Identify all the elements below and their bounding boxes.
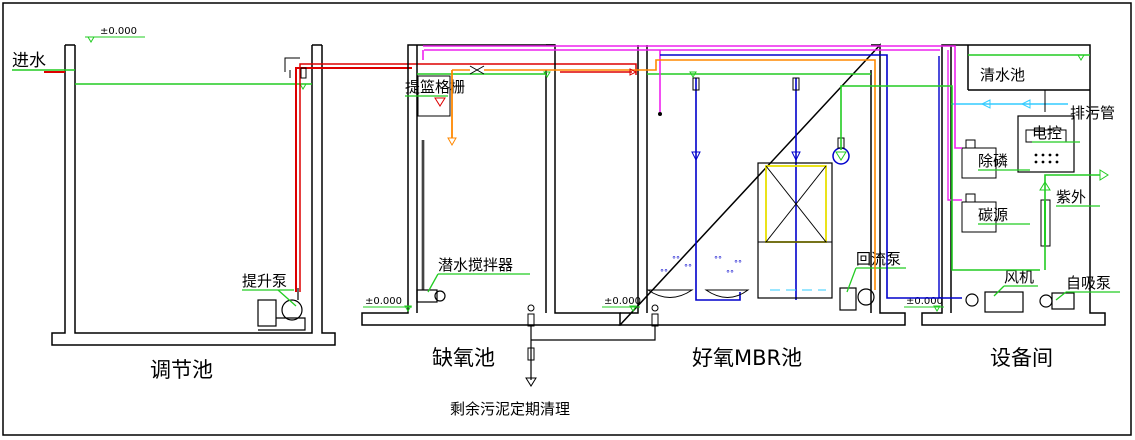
uv-label: 紫外 xyxy=(1056,188,1086,206)
blue-pipe xyxy=(660,54,962,299)
regulating-tank-name: 调节池 xyxy=(150,358,213,382)
lift-pump-label: 提升泵 xyxy=(242,272,287,290)
riser-valve xyxy=(284,57,300,78)
valve-icon xyxy=(692,77,700,91)
equipment-room-name: 设备间 xyxy=(990,346,1053,370)
pipe-node xyxy=(651,304,659,312)
equipment-room xyxy=(921,44,1106,326)
pump-leader-2 xyxy=(1055,291,1067,301)
right-arrow-icon xyxy=(629,68,638,76)
sludge-pipe xyxy=(530,326,656,380)
screen-arrow-icon xyxy=(434,97,446,107)
valve-icon xyxy=(300,67,307,79)
down-arrow-icon xyxy=(791,151,801,162)
self-priming-pump xyxy=(1039,292,1075,310)
level-marker-icon xyxy=(629,305,637,312)
submersible-mixer xyxy=(416,289,446,303)
control-buttons xyxy=(1034,153,1059,164)
pipe-node xyxy=(527,304,535,312)
green-effluent-pipe xyxy=(840,85,1040,271)
svg-text:°°: °° xyxy=(684,263,692,272)
svg-text:°°: °° xyxy=(714,255,722,264)
valve-icon xyxy=(527,347,535,361)
pipe-node xyxy=(658,112,662,116)
valve-icon xyxy=(527,313,535,327)
up-arrow-icon xyxy=(1039,181,1051,191)
aeration-pipe xyxy=(695,78,741,301)
pump-arrow-icon xyxy=(835,151,847,161)
aerobic-tank-name: 好氧MBR池 xyxy=(692,346,802,370)
reflux-pump-leader-2 xyxy=(846,267,857,293)
lift-pump-leader-2 xyxy=(277,289,297,307)
valve-icon xyxy=(792,77,800,91)
clear-water-tank-label: 清水池 xyxy=(980,66,1025,84)
level-marker-icon xyxy=(1077,54,1085,61)
svg-text:°°: °° xyxy=(660,268,668,277)
level-mark-top: ±0.000 xyxy=(100,26,137,37)
sludge-arrow-icon xyxy=(525,377,537,387)
mixer-label: 潜水搅拌器 xyxy=(438,256,513,274)
level-mark-anoxic: ±0.000 xyxy=(365,296,402,307)
blower xyxy=(965,291,1024,313)
svg-text:°°: °° xyxy=(672,255,680,264)
blower-label: 风机 xyxy=(1004,268,1034,286)
mixer-leader-2 xyxy=(427,273,439,293)
level-marker-icon xyxy=(404,305,412,312)
lift-pump xyxy=(257,288,306,331)
anoxic-tank xyxy=(361,44,621,326)
level-mark-aerobic: ±0.000 xyxy=(604,296,641,307)
regulating-tank xyxy=(51,44,336,346)
phosphorus-dosing-tank xyxy=(961,139,997,179)
sewage-pipe-label: 排污管 xyxy=(1070,104,1115,122)
level-marker-icon xyxy=(87,36,95,43)
reflux-pump-label: 回流泵 xyxy=(856,250,901,268)
effluent-pipe xyxy=(1044,174,1100,270)
self-priming-pump-label: 自吸泵 xyxy=(1066,274,1111,292)
carbon-label: 碳源 xyxy=(978,206,1008,224)
level-marker-icon xyxy=(933,305,941,312)
electric-control-label: 电控 xyxy=(1032,124,1062,142)
sludge-note: 剩余污泥定期清理 xyxy=(450,400,570,418)
left-arrow-icon xyxy=(980,99,1031,109)
valve-icon xyxy=(469,65,485,75)
level-marker-icon xyxy=(299,83,307,90)
control-cabinet xyxy=(1017,115,1075,173)
effluent-arrow-icon xyxy=(1099,169,1109,181)
basket-screen-label: 提篮格栅 xyxy=(405,78,465,96)
svg-text:°°: °° xyxy=(726,269,734,278)
level-marker-icon xyxy=(543,71,551,78)
purple-pipe xyxy=(422,45,962,149)
level-mark-equipment: ±0.000 xyxy=(906,296,943,307)
level-marker-icon xyxy=(689,71,697,78)
orange-arrow-icon xyxy=(447,137,457,147)
aerobic-mbr-tank xyxy=(618,43,906,326)
down-arrow-icon xyxy=(691,151,701,162)
phosphorus-label: 除磷 xyxy=(978,152,1008,170)
diffusers: °°°°°° °°°°°° xyxy=(646,255,750,298)
orange-pipe xyxy=(452,59,876,290)
purple-pipe-carbon xyxy=(947,50,962,201)
mbr-membrane-module xyxy=(757,162,833,299)
inlet-label: 进水 xyxy=(12,51,46,71)
suction-pump-icon xyxy=(832,147,850,165)
carbon-dosing-tank xyxy=(961,193,997,233)
reflux-pump xyxy=(839,287,875,311)
valve-icon xyxy=(651,313,659,327)
anoxic-tank-name: 缺氧池 xyxy=(432,346,495,370)
svg-text:°°: °° xyxy=(734,259,742,268)
lift-riser-pipe xyxy=(295,67,412,292)
blower-leader-2 xyxy=(993,285,1005,297)
